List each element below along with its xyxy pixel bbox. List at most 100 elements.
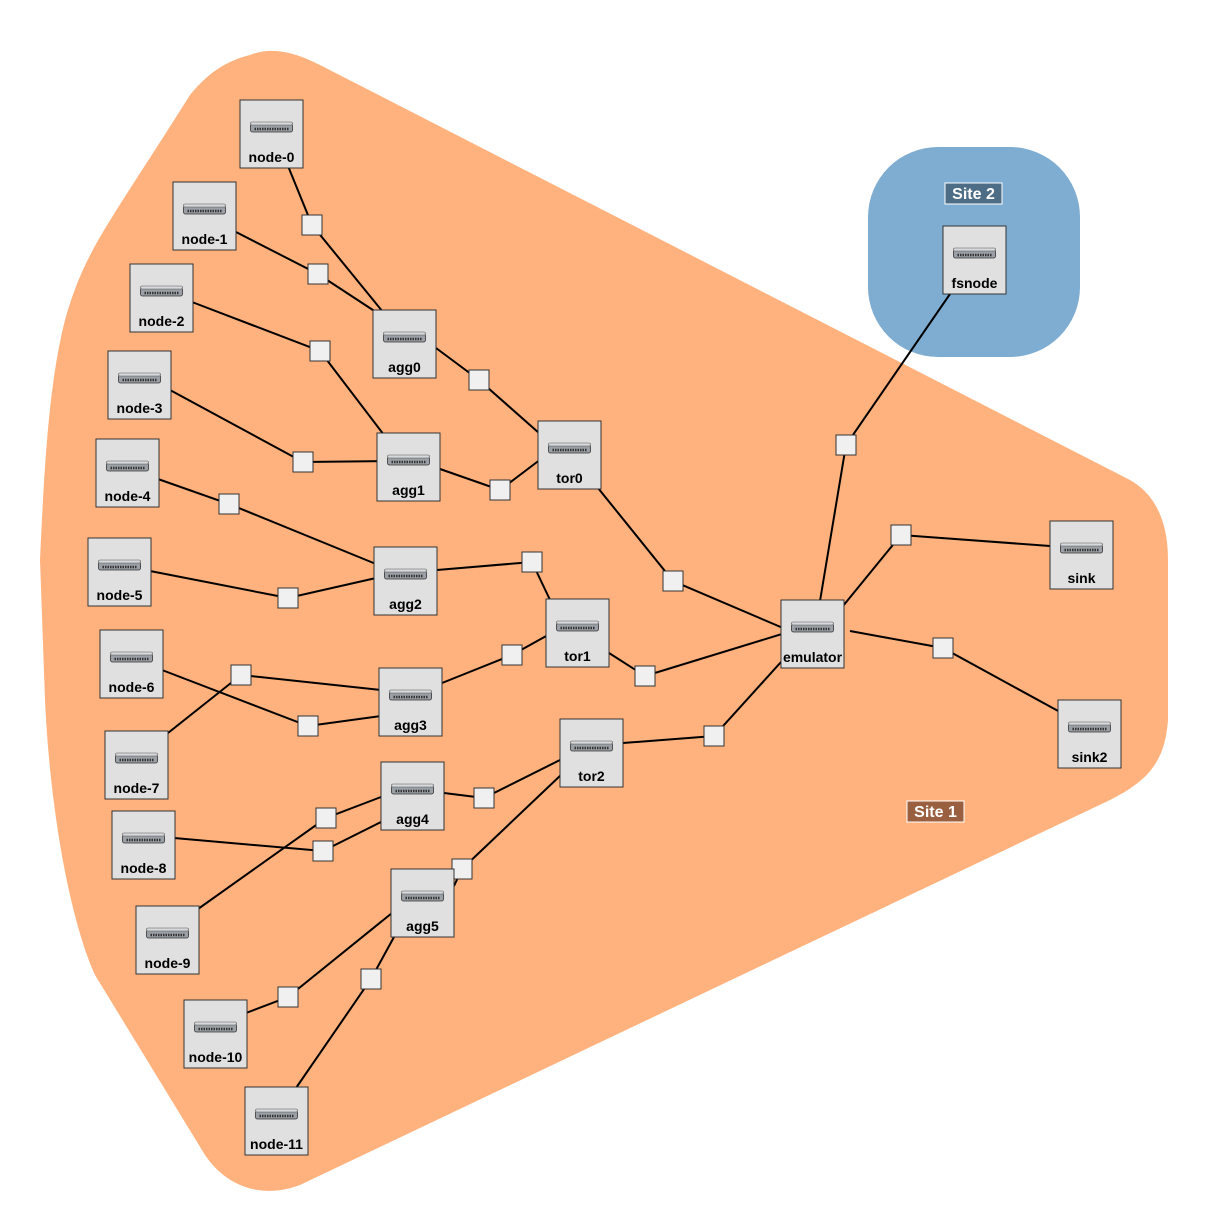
node-box[interactable]	[183, 999, 248, 1069]
network-switch-icon	[390, 782, 435, 796]
node-box[interactable]	[104, 730, 169, 800]
node-label: tor2	[578, 768, 605, 784]
node-box[interactable]	[135, 905, 200, 975]
network-switch-icon	[1067, 720, 1112, 734]
node-box[interactable]	[376, 432, 441, 502]
port-node-1-agg0[interactable]	[307, 263, 329, 285]
port-emulator-sink2[interactable]	[932, 637, 954, 659]
port-node-11-agg5[interactable]	[360, 968, 382, 990]
port-node-2-agg1[interactable]	[309, 340, 331, 362]
port-emulator-fsnode[interactable]	[835, 434, 857, 456]
node-label: node-9	[145, 955, 191, 971]
port-agg0-tor0[interactable]	[468, 369, 490, 391]
network-switch-icon	[105, 459, 150, 473]
node-node-9[interactable]: node-9	[135, 905, 200, 975]
node-label: agg3	[394, 717, 427, 733]
node-box[interactable]	[172, 181, 237, 251]
node-node-6[interactable]: node-6	[99, 629, 164, 699]
node-label: node-8	[121, 860, 167, 876]
node-box[interactable]	[537, 420, 602, 490]
node-box[interactable]	[373, 546, 438, 616]
node-box[interactable]	[129, 263, 194, 333]
node-node-7[interactable]: node-7	[104, 730, 169, 800]
site-1-badge: Site 1	[906, 800, 965, 823]
node-box[interactable]	[942, 225, 1007, 295]
node-label: agg5	[406, 918, 439, 934]
node-agg0[interactable]: agg0	[372, 309, 437, 379]
node-label: tor0	[556, 470, 583, 486]
port-tor2-emulator[interactable]	[703, 725, 725, 747]
port-emulator-sink[interactable]	[890, 524, 912, 546]
node-node-0[interactable]: node-0	[239, 99, 304, 169]
node-tor0[interactable]: tor0	[537, 420, 602, 490]
port-agg3-tor1[interactable]	[501, 644, 523, 666]
node-agg2[interactable]: agg2	[373, 546, 438, 616]
node-box[interactable]	[780, 599, 845, 669]
node-box[interactable]	[372, 309, 437, 379]
node-label: node-0	[249, 149, 295, 165]
port-agg4-tor2[interactable]	[473, 787, 495, 809]
port-tor1-emulator[interactable]	[634, 665, 656, 687]
network-switch-icon	[117, 371, 162, 385]
node-label: agg2	[389, 596, 422, 612]
network-switch-icon	[388, 688, 433, 702]
node-agg3[interactable]: agg3	[378, 667, 443, 737]
node-label: node-2	[139, 313, 185, 329]
node-sink[interactable]: sink	[1049, 520, 1114, 590]
port-tor0-emulator[interactable]	[662, 570, 684, 592]
node-tor2[interactable]: tor2	[559, 718, 624, 788]
node-node-2[interactable]: node-2	[129, 263, 194, 333]
node-agg5[interactable]: agg5	[390, 868, 455, 938]
node-node-3[interactable]: node-3	[107, 350, 172, 420]
network-switch-icon	[114, 751, 159, 765]
node-box[interactable]	[390, 868, 455, 938]
node-label: agg4	[396, 811, 429, 827]
node-label: emulator	[783, 649, 843, 665]
node-label: node-5	[97, 587, 143, 603]
port-node-10-agg5[interactable]	[277, 986, 299, 1008]
port-node-0-agg0[interactable]	[301, 214, 323, 236]
node-tor1[interactable]: tor1	[545, 598, 610, 668]
network-switch-icon	[547, 441, 592, 455]
node-box[interactable]	[559, 718, 624, 788]
node-node-1[interactable]: node-1	[172, 181, 237, 251]
node-agg1[interactable]: agg1	[376, 432, 441, 502]
node-box[interactable]	[107, 350, 172, 420]
port-node-5-agg2[interactable]	[277, 587, 299, 609]
node-box[interactable]	[239, 99, 304, 169]
node-fsnode[interactable]: fsnode	[942, 225, 1007, 295]
node-label: node-4	[105, 488, 151, 504]
node-node-10[interactable]: node-10	[183, 999, 248, 1069]
node-node-5[interactable]: node-5	[87, 537, 152, 607]
node-sink2[interactable]: sink2	[1057, 699, 1122, 769]
network-switch-icon	[254, 1107, 299, 1121]
node-agg4[interactable]: agg4	[380, 761, 445, 831]
port-node-4-agg2[interactable]	[218, 493, 240, 515]
node-box[interactable]	[1049, 520, 1114, 590]
node-box[interactable]	[95, 438, 160, 508]
port-node-8-agg4[interactable]	[312, 840, 334, 862]
network-switch-icon	[139, 284, 184, 298]
node-box[interactable]	[380, 761, 445, 831]
node-box[interactable]	[1057, 699, 1122, 769]
node-node-4[interactable]: node-4	[95, 438, 160, 508]
network-switch-icon	[145, 926, 190, 940]
port-agg5-tor2[interactable]	[451, 858, 473, 880]
port-node-6-agg3[interactable]	[297, 715, 319, 737]
node-node-8[interactable]: node-8	[111, 810, 176, 880]
node-box[interactable]	[244, 1086, 309, 1156]
node-label: node-6	[109, 679, 155, 695]
node-box[interactable]	[87, 537, 152, 607]
port-node-3-agg1[interactable]	[292, 451, 314, 473]
node-box[interactable]	[111, 810, 176, 880]
node-box[interactable]	[545, 598, 610, 668]
node-node-11[interactable]: node-11	[244, 1086, 309, 1156]
node-box[interactable]	[99, 629, 164, 699]
site-2-badge: Site 2	[944, 182, 1003, 205]
port-node-7-agg3[interactable]	[230, 664, 252, 686]
port-agg2-tor1[interactable]	[521, 551, 543, 573]
port-node-9-agg4[interactable]	[315, 807, 337, 829]
port-agg1-tor0[interactable]	[489, 479, 511, 501]
node-box[interactable]	[378, 667, 443, 737]
node-emulator[interactable]: emulator	[780, 599, 845, 669]
